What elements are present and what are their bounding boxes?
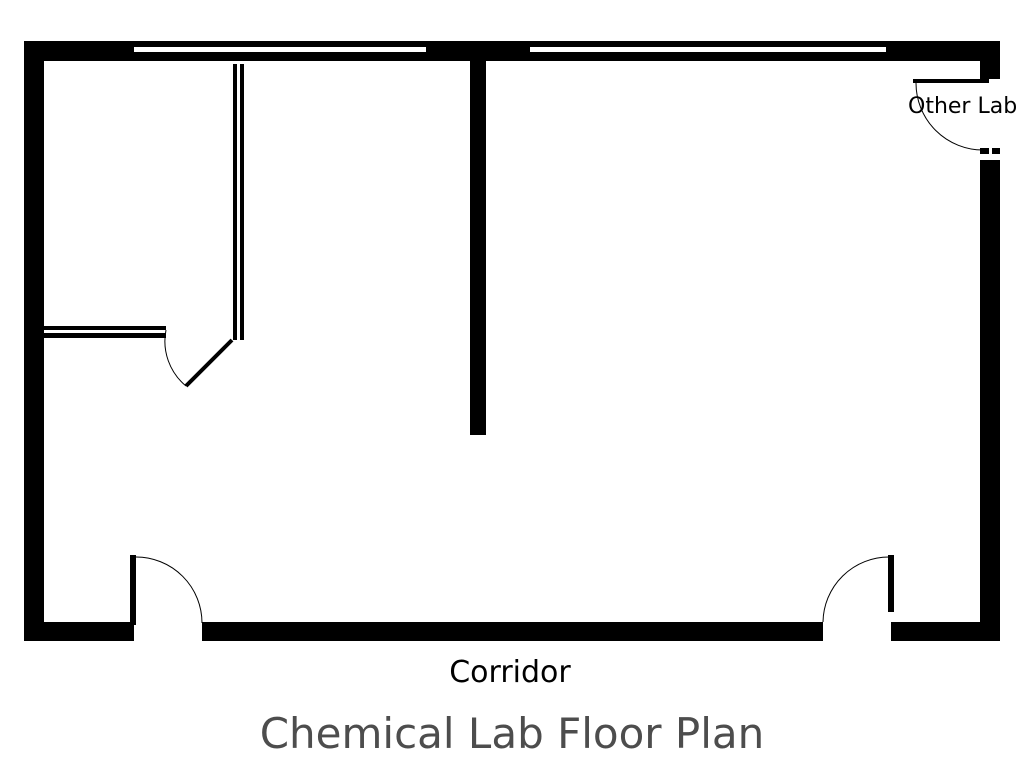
corridor-door-left <box>130 555 203 625</box>
bottom-wall-middle <box>202 622 823 641</box>
window-left <box>134 47 426 52</box>
top-wall <box>24 41 1000 61</box>
corridor-door-right-leaf <box>888 555 894 612</box>
outer-walls <box>24 41 1000 641</box>
corridor-door-left-swing <box>135 556 203 624</box>
inner-door-leaf <box>184 338 234 388</box>
inner-door-swing <box>164 329 187 387</box>
other-lab-door-swing <box>915 82 984 151</box>
inner-door <box>164 329 234 388</box>
corridor-door-right-swing <box>822 556 890 623</box>
inner-partitions <box>44 64 244 340</box>
other-lab-label: Other Lab <box>908 94 1017 119</box>
bottom-wall-left <box>24 622 134 641</box>
corridor-door-left-leaf <box>130 555 136 625</box>
right-wall-upper <box>980 41 1000 79</box>
windows <box>134 47 886 52</box>
right-wall-lower <box>980 160 1000 641</box>
other-lab-door-frame-gap <box>989 148 992 154</box>
partition-horizontal-gap <box>44 330 166 333</box>
other-lab-door-frame-top <box>985 79 989 83</box>
partition-vertical-gap <box>237 64 240 340</box>
bottom-wall-right <box>891 622 1000 641</box>
other-lab-door <box>913 79 1000 154</box>
corridor-label: Corridor <box>449 655 571 690</box>
left-wall <box>24 41 44 641</box>
other-lab-door-jamb-top <box>980 79 985 83</box>
central-divider-wall <box>470 61 486 435</box>
window-right <box>530 47 886 52</box>
corridor-door-right <box>822 555 894 623</box>
other-lab-door-leaf <box>913 79 980 83</box>
diagram-title: Chemical Lab Floor Plan <box>260 709 765 758</box>
